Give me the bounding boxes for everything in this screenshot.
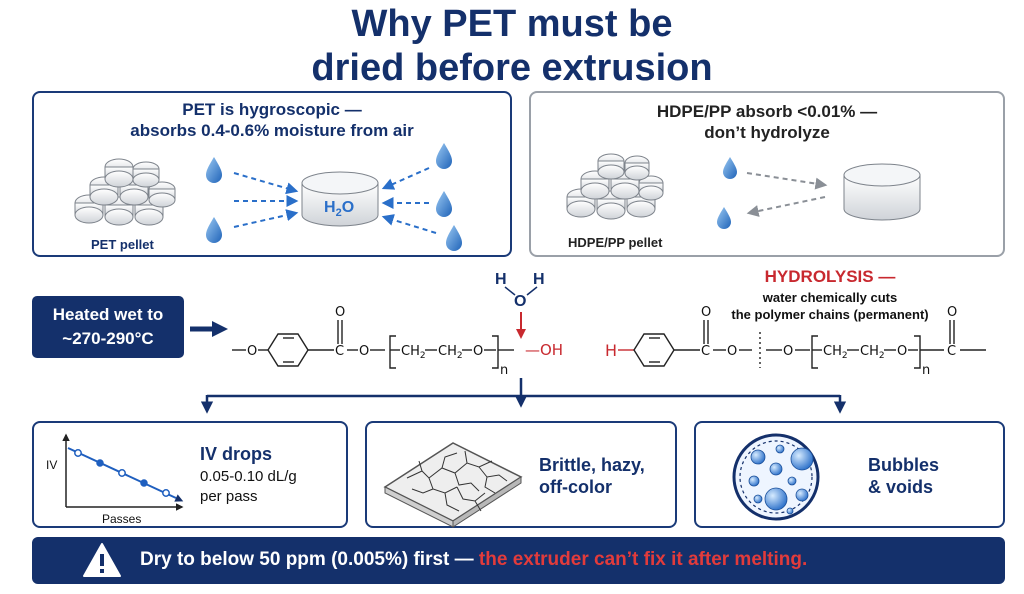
brittle-line-2: off-color [539, 477, 612, 497]
bubbles-icon [732, 433, 820, 521]
svg-text:O: O [335, 305, 345, 320]
hdpe-heading-line-1: HDPE/PP absorb <0.01% — [656, 102, 878, 121]
hydrolysis-line-2: the polymer chains (permanent) [731, 307, 929, 322]
iv-y-label: IV [46, 458, 57, 472]
heated-arrow-icon [190, 321, 228, 337]
brittle-panel: Brittle, hazy, off-color [365, 421, 677, 528]
pet-chain-structure [232, 320, 514, 369]
banner-main-text: Dry to below 50 ppm (0.005%) first — [140, 549, 479, 570]
title-line-1: Why PET must be [351, 3, 673, 45]
warning-triangle-icon [83, 543, 121, 577]
brittle-line-1: Brittle, hazy, [539, 455, 645, 475]
pet-pellet-label: PET pellet [91, 237, 154, 252]
svg-text:H: H [605, 341, 617, 360]
pellet-pile-icon [74, 158, 176, 226]
hdpe-heading-line-2: don’t hydrolyze [704, 123, 830, 142]
svg-text:C: C [947, 344, 956, 359]
svg-text:O: O [247, 344, 257, 359]
iv-drops-panel: IV Passes IV drops 0.05-0.10 dL/g per pa… [32, 421, 348, 528]
iv-data-point [140, 479, 148, 487]
heated-box: Heated wet to ~270-290°C [32, 296, 184, 358]
banner-text: Dry to below 50 ppm (0.005%) first — the… [140, 549, 807, 571]
hdpe-cylinder-icon [843, 163, 921, 221]
svg-text:CH2: CH2 [823, 344, 848, 361]
iv-data-point [118, 469, 126, 477]
hdpe-pellet-label: HDPE/PP pellet [568, 235, 663, 250]
svg-text:n: n [922, 363, 930, 378]
hdpe-illustration [566, 153, 921, 229]
svg-text:CH2: CH2 [860, 344, 885, 361]
cleaved-chain-structure [618, 320, 986, 369]
svg-text:n: n [500, 363, 508, 378]
iv-drops-title: IV drops [200, 444, 273, 464]
svg-text:O: O [473, 344, 483, 359]
pet-illustration: H2O [74, 143, 462, 251]
brittle-title: Brittle, hazy, off-color [539, 454, 645, 498]
hdpe-pellet-pile-icon [566, 153, 664, 220]
svg-text:CH2: CH2 [438, 344, 463, 361]
iv-series-arrowhead [174, 494, 184, 502]
heated-line-1: Heated wet to [52, 305, 164, 324]
svg-text:H: H [495, 271, 507, 288]
warning-banner: Dry to below 50 ppm (0.005%) first — the… [32, 537, 1005, 584]
pet-heading: PET is hygroscopic — absorbs 0.4-0.6% mo… [34, 99, 510, 141]
svg-text:O: O [359, 344, 369, 359]
bubbles-line-2: & voids [868, 477, 934, 497]
svg-text:O: O [897, 344, 907, 359]
iv-x-label: Passes [102, 512, 141, 526]
pet-panel: PET is hygroscopic — absorbs 0.4-0.6% mo… [32, 91, 512, 257]
iv-drops-line-2: per pass [200, 488, 258, 505]
bubbles-panel: Bubbles & voids [694, 421, 1005, 528]
water-formula: H2O [324, 199, 354, 219]
svg-text:CH2: CH2 [401, 344, 426, 361]
iv-data-point [74, 449, 82, 457]
repel-arrows [746, 172, 828, 217]
hdpe-droplet-icons [717, 157, 737, 229]
svg-text:C: C [335, 344, 344, 359]
hdpe-heading: HDPE/PP absorb <0.01% — don’t hydrolyze [531, 101, 1003, 143]
iv-drops-line-1: 0.05-0.10 dL/g [200, 468, 297, 485]
heated-line-2: ~270-290°C [62, 329, 154, 348]
hydrolysis-title: HYDROLYSIS — [764, 267, 896, 286]
bubbles-line-1: Bubbles [868, 455, 940, 475]
hydrolysis-line-1: water chemically cuts [762, 290, 898, 305]
bubbles-title: Bubbles & voids [868, 454, 939, 498]
svg-text:O: O [727, 344, 737, 359]
pet-heading-line-1: PET is hygroscopic — [182, 100, 362, 119]
water-molecule: H H O [495, 271, 545, 339]
page-title: Why PET must be dried before extrusion [0, 2, 1024, 90]
svg-text:O: O [701, 305, 711, 320]
svg-text:C: C [701, 344, 710, 359]
title-line-2: dried before extrusion [311, 47, 713, 89]
svg-text:O: O [947, 305, 957, 320]
iv-data-point [162, 489, 170, 497]
hdpe-panel: HDPE/PP absorb <0.01% — don’t hydrolyze [529, 91, 1005, 257]
svg-text:O: O [783, 344, 793, 359]
pet-heading-line-2: absorbs 0.4-0.6% moisture from air [130, 121, 414, 140]
reaction-scheme: O O C O CH2 CH2 O n H H O —OH [190, 271, 986, 414]
svg-text:O: O [514, 293, 526, 310]
iv-drops-text: 0.05-0.10 dL/g per pass [200, 467, 297, 507]
distribution-arrows [200, 378, 847, 414]
iv-chart: IV Passes [46, 433, 184, 526]
banner-warning-text: the extruder can’t fix it after melting. [478, 549, 808, 570]
cleaved-chain-labels: H O C O O CH2 CH2 O n O C [605, 305, 957, 378]
pet-chain-labels: O O C O CH2 CH2 O n [247, 305, 508, 378]
absorb-arrows [233, 167, 437, 234]
svg-text:H: H [533, 271, 545, 288]
water-droplet-icons [206, 143, 462, 251]
hydrolysis-description: water chemically cuts the polymer chains… [680, 289, 980, 323]
cracked-surface-icon [383, 442, 523, 528]
iv-data-point [96, 459, 104, 467]
hydroxyl-label: —OH [525, 341, 563, 359]
water-cylinder-icon [301, 171, 379, 227]
